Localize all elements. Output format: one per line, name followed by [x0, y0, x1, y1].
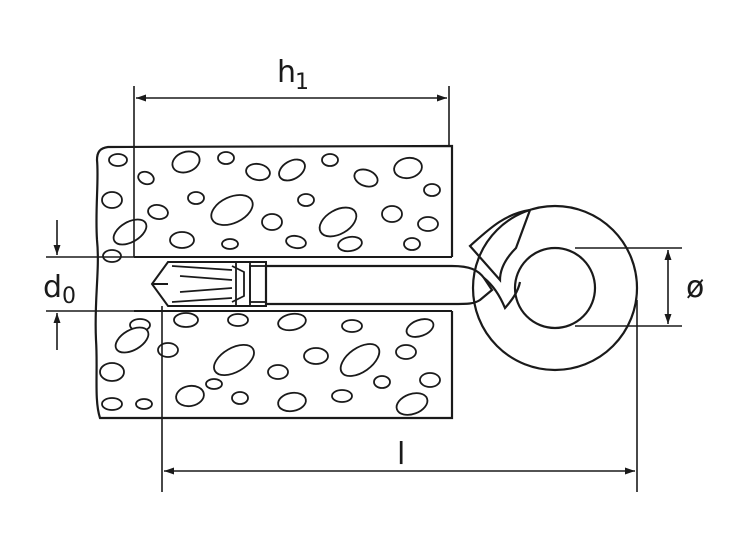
aggregate-pebble: [245, 162, 271, 182]
aggregate-pebble: [417, 216, 439, 232]
aggregate-pebble: [169, 231, 195, 249]
aggregate-pebble: [112, 218, 148, 246]
aggregate-pebble: [171, 150, 201, 174]
aggregate-pebble: [297, 193, 315, 207]
aggregate-pebble: [147, 203, 169, 221]
aggregate-pebble: [205, 378, 223, 390]
hook-screw: [264, 204, 639, 372]
aggregate-pebble: [337, 235, 363, 253]
label-length: l: [397, 437, 405, 472]
aggregate-pebble: [137, 170, 155, 186]
aggregate-pebble: [393, 156, 423, 180]
aggregate-pebble: [210, 194, 254, 226]
aggregate-pebble: [278, 158, 306, 182]
aggregate-pebble: [261, 213, 283, 231]
aggregate-pebble: [157, 342, 179, 358]
aggregate-pebble: [213, 343, 255, 377]
aggregate-pebble: [321, 153, 339, 167]
concrete-aggregate: [99, 150, 441, 416]
aggregate-pebble: [173, 312, 199, 328]
label-d0: d: [43, 270, 62, 305]
aggregate-pebble: [419, 372, 441, 388]
dimension-l: l: [161, 300, 638, 492]
aggregate-pebble: [277, 391, 307, 413]
aggregate-pebble: [318, 206, 358, 238]
aggregate-pebble: [101, 191, 123, 209]
aggregate-pebble: [277, 312, 307, 332]
aggregate-pebble: [303, 347, 329, 365]
aggregate-pebble: [341, 319, 363, 333]
aggregate-pebble: [403, 237, 421, 251]
label-d0-subscript: 0: [62, 284, 76, 309]
aggregate-pebble: [114, 326, 150, 354]
aggregate-pebble: [99, 362, 125, 382]
aggregate-pebble: [267, 364, 289, 380]
aggregate-pebble: [217, 151, 235, 165]
aggregate-pebble: [405, 318, 435, 338]
aggregate-pebble: [135, 398, 153, 410]
aggregate-pebble: [108, 153, 128, 167]
aggregate-pebble: [353, 168, 379, 188]
label-h1: h: [277, 55, 296, 90]
aggregate-pebble: [101, 397, 123, 411]
aggregate-pebble: [423, 183, 441, 197]
dimension-d0: d 0: [43, 220, 134, 350]
aggregate-pebble: [227, 313, 249, 327]
dimension-h1: h 1: [133, 55, 450, 257]
aggregate-pebble: [231, 391, 249, 405]
aggregate-pebble: [395, 392, 429, 416]
aggregate-pebble: [102, 249, 122, 263]
label-h1-subscript: 1: [295, 70, 309, 95]
aggregate-pebble: [373, 375, 391, 389]
aggregate-pebble: [381, 205, 403, 223]
aggregate-pebble: [285, 234, 307, 250]
aggregate-pebble: [331, 389, 353, 403]
dimension-hook-diameter: ø: [575, 247, 704, 327]
aggregate-pebble: [175, 384, 205, 408]
aggregate-pebble: [395, 344, 417, 360]
aggregate-pebble: [339, 343, 381, 377]
aggregate-pebble: [187, 191, 205, 205]
aggregate-pebble: [221, 238, 239, 250]
label-hook-diameter: ø: [686, 270, 704, 305]
